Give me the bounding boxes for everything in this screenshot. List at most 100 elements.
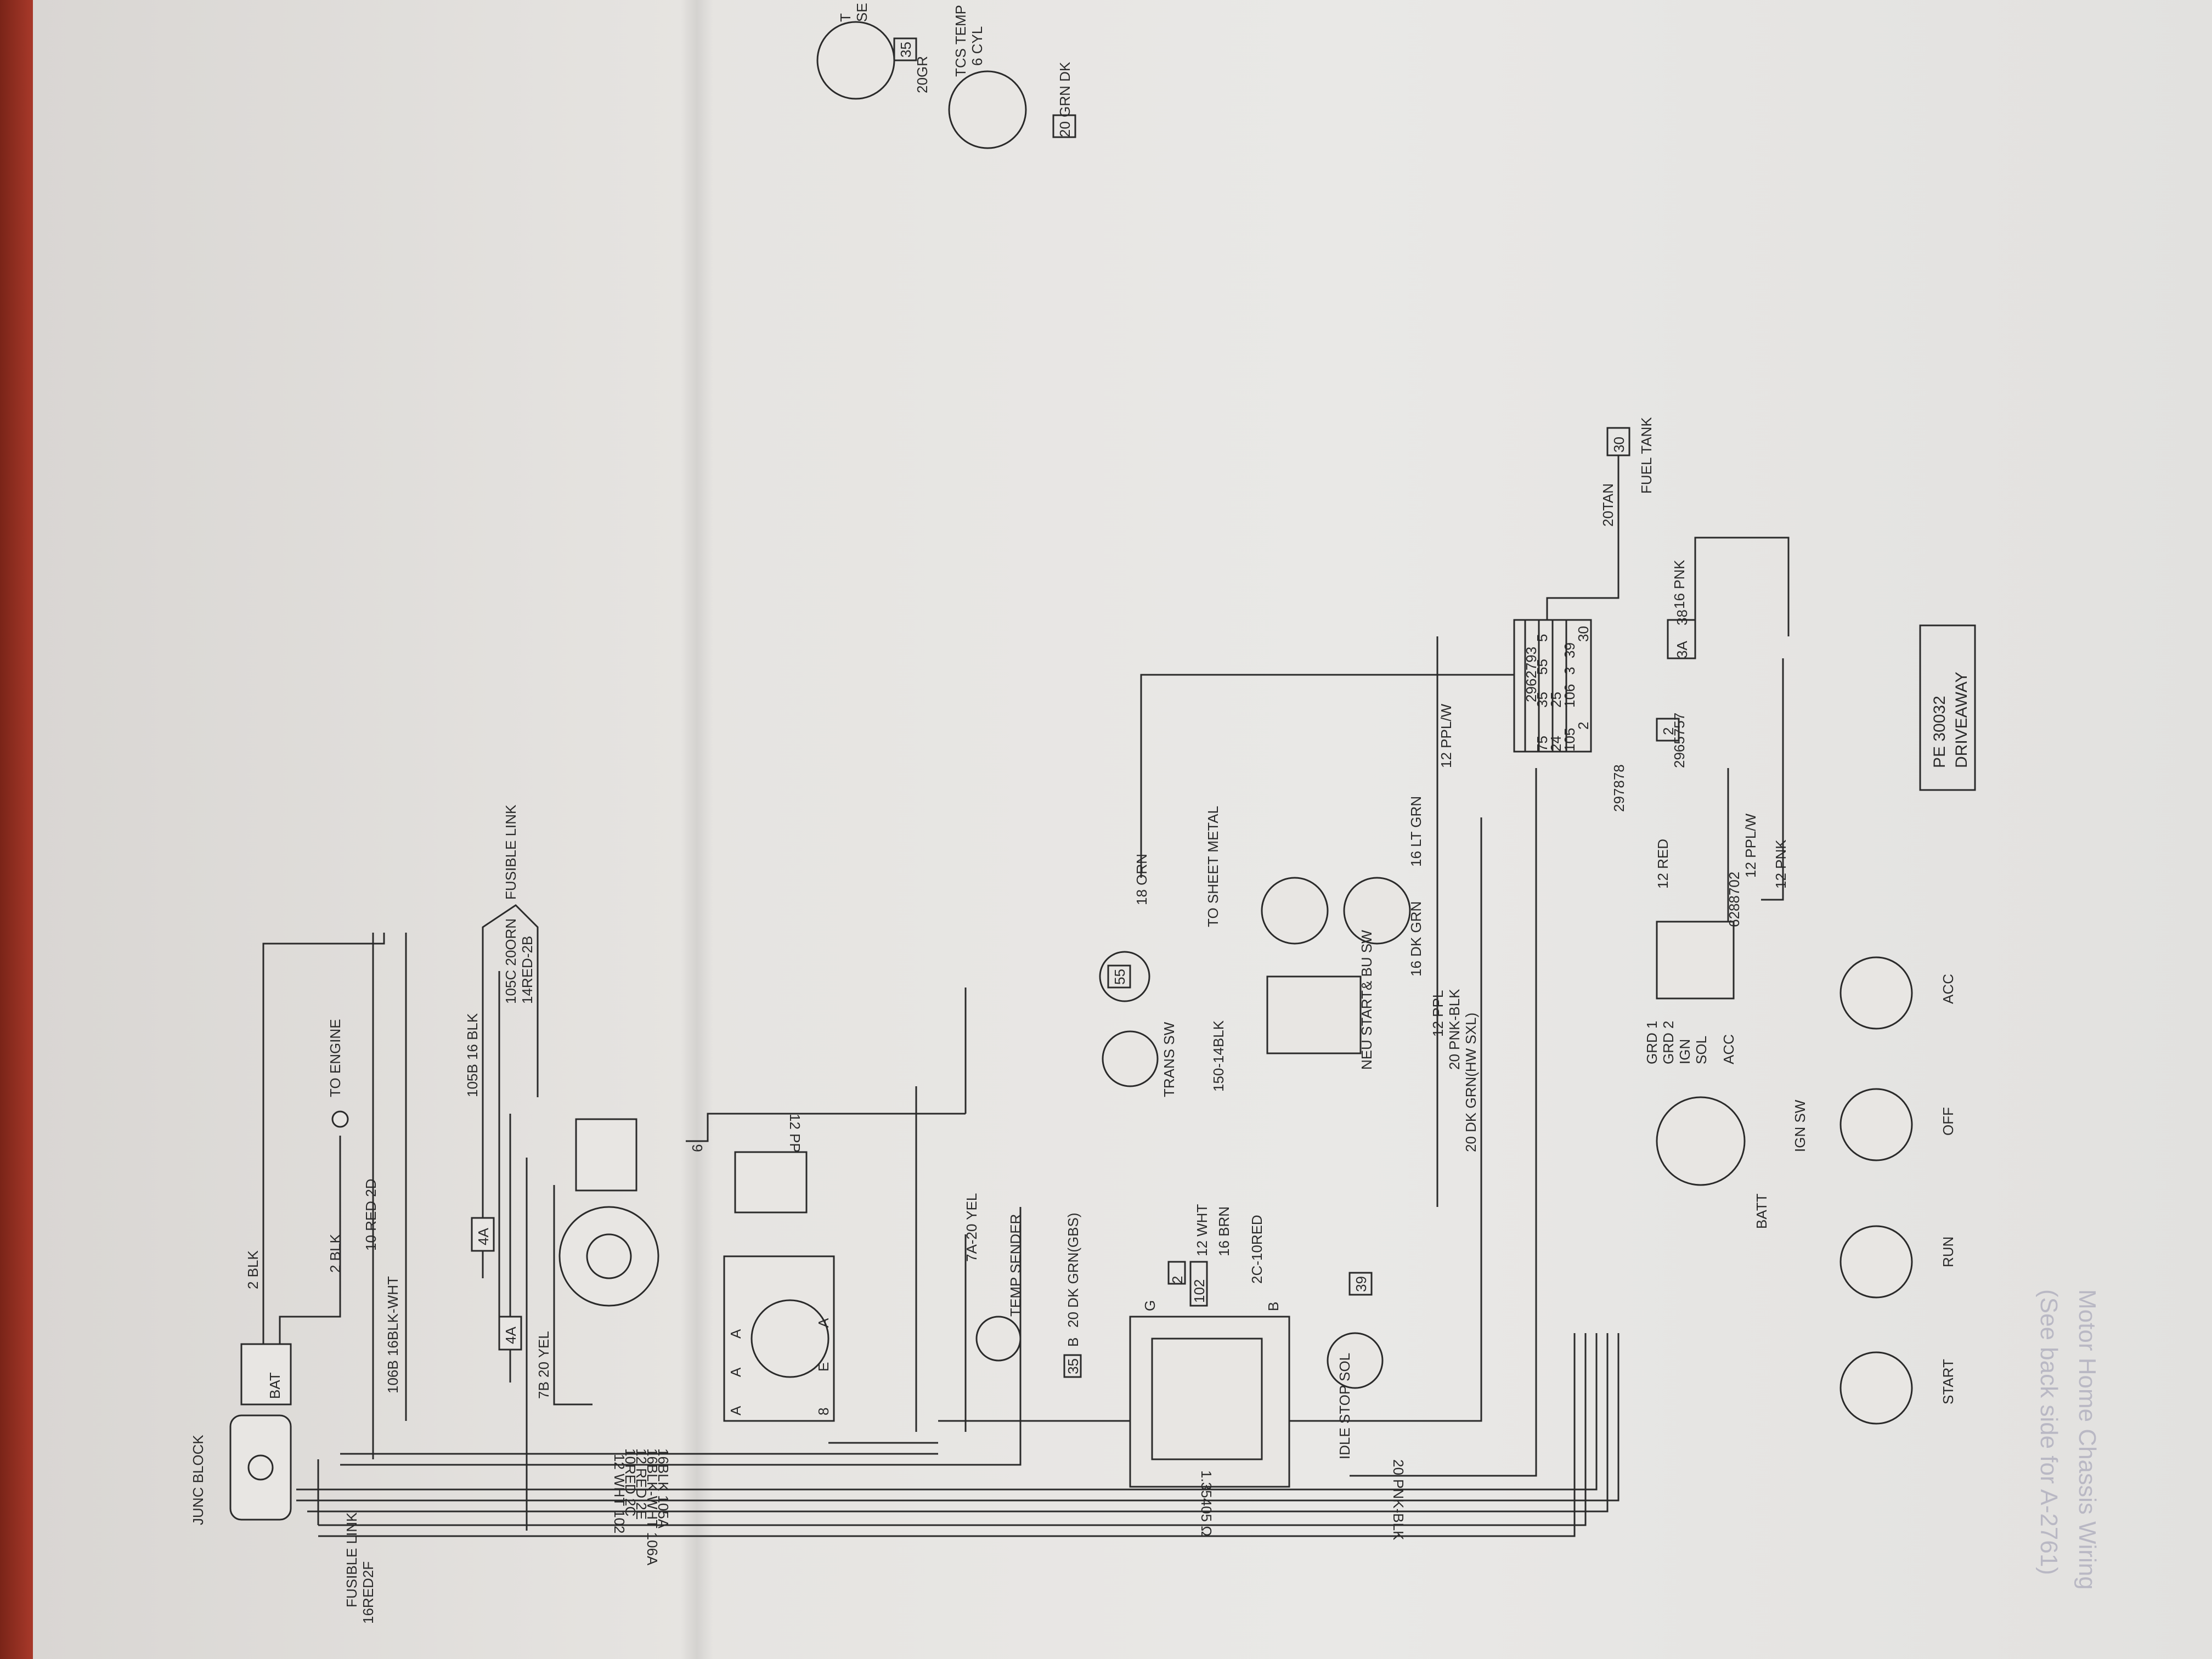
relay-2: 2 (1660, 727, 1677, 735)
ign-grd2: GRD 2 (1660, 1021, 1677, 1064)
wire-12pnk: 12 PNK (1773, 839, 1789, 889)
fusible-links: 4A 4A 105B 16 BLK 105C 20ORN 14RED-2B FU… (464, 804, 552, 1399)
wire-20dkgrn-gbs: 20 DK GRN(GBS) (1065, 1213, 1081, 1328)
battery: BAT 2 BLK 2 BLK TO ENGINE 10 RED 2D 106B… (240, 933, 401, 1406)
trans-sw-55: 55 (1111, 969, 1128, 985)
relay-297878: 297878 (1611, 764, 1627, 812)
neu-start-label: NEU START& BU SW (1358, 930, 1375, 1070)
starter-terminal-6: 6 (689, 1144, 706, 1152)
pos-run: RUN (1940, 1237, 1956, 1267)
fuse-35: 35 (1534, 692, 1550, 708)
wire-12red-2e: 12 RED 2E (633, 1448, 650, 1520)
ign-batt: BATT (1753, 1193, 1770, 1229)
fuse-3: 3 (1561, 667, 1578, 675)
ignition-switch: GRD 1 GRD 2 IGN SOL ACC BATT IGN SW (1644, 1021, 1808, 1229)
wire-2blk-2: 2 BLK (327, 1234, 343, 1273)
distributor: A A A 8 E A (723, 1151, 835, 1422)
fusible-link-label-1: FUSIBLE LINK (343, 1512, 360, 1607)
wire-16blkwht-106a: 16BLK-WHT 106A (644, 1448, 661, 1566)
starter-motor: 6 12 PPL (558, 1113, 966, 1307)
tcs-6cyl: 6 CYL (969, 26, 985, 66)
trans-sw-label: TRANS SW (1161, 1022, 1177, 1097)
ign-acc: ACC (1720, 1034, 1737, 1064)
fuse-24: 24 (1548, 736, 1564, 752)
wire-150-14blk: 150-14BLK (1210, 1020, 1227, 1092)
wiring-diagram: (See back side for A-2761) Motor Home Ch… (190, 3, 2101, 1624)
fuel-tank-label: FUEL TANK (1638, 417, 1655, 494)
fuse-2962793: 2962793 (1523, 647, 1539, 702)
wire-16red2f: 16RED2F (360, 1561, 376, 1624)
fuse-75: 75 (1534, 736, 1550, 752)
dist-term-1: 8 (815, 1408, 832, 1415)
to-engine-label: TO ENGINE (327, 1019, 343, 1097)
ign-sol: SOL (1693, 1036, 1709, 1064)
pos-acc: ACC (1940, 974, 1956, 1004)
bleed-through-line2: Motor Home Chassis Wiring (2074, 1289, 2101, 1590)
pos-start: START (1940, 1359, 1956, 1404)
junc-block-label: JUNC BLOCK (190, 1435, 206, 1525)
wire-20pnk-blk-bottom: 20 PNK-BLK (1390, 1459, 1407, 1541)
temp-sender: 7A-20 YEL TEMP SENDER 35 B 20 DK GRN(GBS… (963, 1193, 1082, 1378)
wire-12red: 12 RED (1655, 839, 1671, 889)
regulator-pin-2: 2 (1169, 1276, 1186, 1284)
trans-switch: TRANS SW 150-14BLK 55 TO SHEET METAL 18 … (1099, 674, 1547, 1097)
wire-16dkgrn: 16 DK GRN (1408, 901, 1424, 977)
to-sheet-metal-label: TO SHEET METAL (1205, 806, 1221, 927)
frag-se: SE (854, 3, 870, 22)
dist-term-3: E (815, 1362, 832, 1372)
idle-stop-solenoid: IDLE STOP SOL 39 (1327, 1272, 1384, 1459)
temp-sender-35: 35 (1065, 1358, 1081, 1374)
relays: 297878 2 2965757 3A 38 16 PNK 20TAN 30 F… (1546, 417, 1790, 812)
wire-20gr: 20GR (914, 56, 930, 93)
regulator-term-b: B (1265, 1302, 1282, 1311)
ignition-relay: 12 RED 6288702 12 PPL/W 12 PNK (1655, 658, 1789, 1000)
fuse-2: 2 (1575, 722, 1592, 730)
page-fold (680, 0, 713, 1659)
wire-106b: 106B 16BLK-WHT (385, 1276, 401, 1393)
regulator-term-g: G (1142, 1300, 1158, 1311)
frag-35: 35 (898, 42, 914, 58)
fuse-39: 39 (1561, 642, 1578, 658)
pos-off: OFF (1940, 1107, 1956, 1136)
wire-10red-2c: 10RED 2C (622, 1448, 639, 1516)
stamp: PE 30032 DRIVEAWAY (1919, 624, 1976, 791)
wire-20dkgrn-hw: 20 DK GRN(HW SXL) (1463, 1013, 1479, 1152)
dist-term-4: A (727, 1367, 744, 1377)
temp-sender-label: TEMP SENDER (1007, 1214, 1024, 1317)
main-harness (296, 636, 1620, 1537)
fuse-4a-2: 4A (503, 1327, 519, 1344)
relay-38: 38 (1674, 610, 1690, 625)
fuse-block: 2962793 12 PPL/W 75 35 55 5 24 25 39 105… (1438, 619, 1592, 768)
ign-ign: IGN (1677, 1039, 1693, 1064)
tcs-temp-label: TCS TEMP (952, 5, 969, 77)
binder-edge (0, 0, 33, 1659)
resistor-value: 1.35405 Ω (1198, 1470, 1215, 1537)
fusible-link-label-2: FUSIBLE LINK (503, 804, 519, 900)
fuse-55: 55 (1534, 659, 1550, 675)
neutral-start-switch: NEU START& BU SW 12 PPL 20 PNK-BLK 20 DK… (1261, 796, 1479, 1152)
wire-12ppl: 12 PPL (1430, 990, 1446, 1037)
wire-12ppl-w-ign: 12 PPL/W (1742, 813, 1759, 878)
wire-16ltgrn: 16 LT GRN (1408, 796, 1424, 867)
top-right-fragments: TCS TEMP 6 CYL 20 GRN DK 20GR SE T 35 (816, 3, 1076, 149)
wiring-diagram-sheet: (See back side for A-2761) Motor Home Ch… (33, 0, 2212, 1659)
regulator-pin-102: 102 (1191, 1279, 1207, 1303)
ign-positions: START RUN OFF ACC (1839, 956, 1956, 1425)
wire-105b: 105B 16 BLK (464, 1013, 481, 1097)
fuse-105: 105 (1561, 728, 1578, 752)
stamp-line1: PE 30032 (1931, 696, 1949, 768)
alternator-regulator: G B 2 102 12 WHT 16 BRN 2C-10RED (1129, 1204, 1290, 1488)
wire-2c-10red: 2C-10RED (1249, 1215, 1265, 1284)
wire-20pnk-blk: 20 PNK-BLK (1446, 989, 1463, 1070)
ign-sw-label: IGN SW (1792, 1099, 1808, 1152)
stamp-line2: DRIVEAWAY (1953, 672, 1971, 768)
bleed-through-line1: (See back side for A-2761) (2035, 1289, 2062, 1575)
wire-16pnk: 16 PNK (1671, 560, 1688, 609)
wire-7b: 7B 20 YEL (535, 1331, 552, 1399)
dist-term-5: A (815, 1318, 832, 1328)
fuse-5: 5 (1534, 634, 1550, 642)
wire-105c: 105C 20ORN (503, 918, 519, 1004)
wire-12ppl-w: 12 PPL/W (1438, 703, 1454, 768)
bleed-through: (See back side for A-2761) Motor Home Ch… (2035, 1289, 2101, 1590)
wire-12wht: 12 WHT (1194, 1204, 1210, 1256)
